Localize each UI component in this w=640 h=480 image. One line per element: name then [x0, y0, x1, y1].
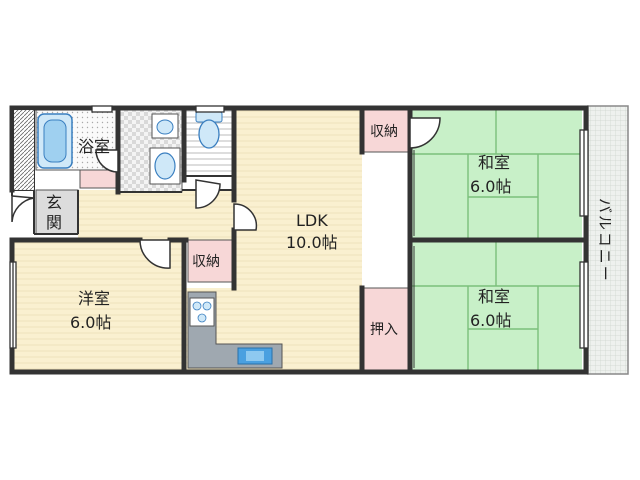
storage-mid-label: 収納: [192, 254, 220, 270]
toilet-icon: [198, 119, 220, 149]
balcony-label: バルコニー: [596, 198, 614, 283]
oshiire: [361, 287, 411, 373]
ldk-label: LDK: [296, 211, 328, 230]
windows: [9, 105, 589, 349]
western-room-size: 6.0帖: [70, 313, 111, 332]
ldk-size: 10.0帖: [286, 233, 338, 252]
shoe-storage: [79, 169, 119, 189]
doors: [11, 117, 441, 368]
japanese-top-size: 6.0帖: [470, 177, 511, 196]
western-room-label: 洋室: [78, 289, 110, 308]
bath-label: 浴室: [78, 137, 110, 156]
genkan-floor: [35, 189, 79, 235]
japanese-bottom-size: 6.0帖: [470, 311, 511, 330]
japanese-room-top: [410, 110, 582, 240]
japanese-bottom-label: 和室: [478, 287, 510, 306]
ldk-floor: [184, 110, 410, 372]
balcony: [587, 105, 629, 375]
japanese-top-label: 和室: [478, 153, 510, 172]
japanese-room-bottom: [410, 242, 582, 372]
storage-top-label: 収納: [370, 124, 398, 140]
oshiire-label: 押入: [370, 322, 398, 338]
storage-mid: [187, 239, 235, 283]
genkan-label-2: 関: [46, 213, 62, 232]
genkan-label-1: 玄: [46, 193, 62, 212]
